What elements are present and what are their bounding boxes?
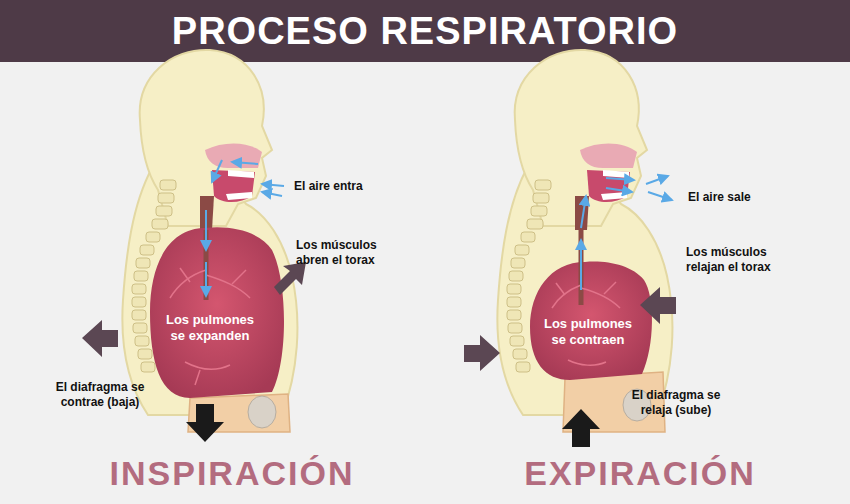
- air-label: El aire sale: [688, 190, 798, 205]
- page-title: PROCESO RESPIRATORIO: [0, 0, 850, 62]
- phase-heading: EXPIRACIÓN: [524, 452, 756, 495]
- air-label: El aire entra: [294, 179, 404, 194]
- muscle-label: Los músculos relajan el torax: [686, 245, 794, 275]
- muscle-label: Los músculos abren el torax: [296, 238, 396, 268]
- diaphragm-label: El diafragma se relaja (sube): [630, 388, 722, 418]
- phase-heading: INSPIRACIÓN: [110, 452, 355, 495]
- diaphragm-label: El diafragma se contrae (baja): [54, 380, 146, 410]
- lung-label: Los pulmones se contraen: [538, 316, 638, 349]
- lung-label: Los pulmones se expanden: [160, 312, 260, 345]
